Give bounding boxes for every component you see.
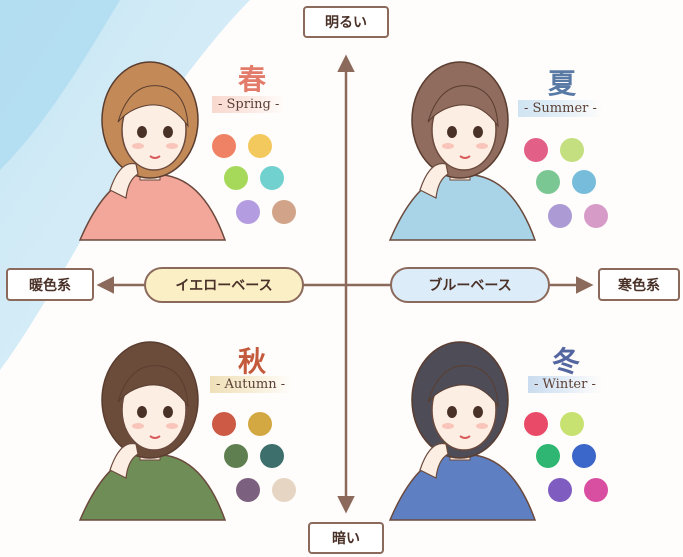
winter-color-swatch	[524, 412, 548, 436]
autumn-label: - Autumn -	[210, 376, 292, 393]
spring-color-swatch	[212, 134, 236, 158]
yellow-base-pill: イエローベース	[144, 267, 304, 303]
summer-label: - Summer -	[518, 100, 603, 117]
autumn-color-swatch	[272, 478, 296, 502]
winter-color-swatch	[560, 412, 584, 436]
spring-color-swatch	[236, 200, 260, 224]
summer-color-swatch	[548, 204, 572, 228]
autumn-color-swatch	[260, 444, 284, 468]
summer-color-swatch	[536, 170, 560, 194]
spring-color-swatch	[260, 166, 284, 190]
autumn-color-swatch	[212, 412, 236, 436]
spring-color-swatch	[248, 134, 272, 158]
axis-label-warm: 暖色系	[6, 268, 94, 301]
autumn-color-swatch	[236, 478, 260, 502]
summer-kanji: 夏	[548, 67, 577, 100]
axis-label-cool: 寒色系	[598, 268, 680, 301]
summer-color-swatch	[572, 170, 596, 194]
autumn-kanji: 秋	[238, 345, 267, 378]
winter-label: - Winter -	[528, 376, 602, 393]
winter-kanji: 冬	[552, 345, 581, 378]
winter-portrait	[388, 341, 537, 521]
axis-label-dark: 暗い	[308, 522, 384, 554]
autumn-portrait	[78, 341, 227, 521]
winter-color-swatch	[584, 478, 608, 502]
summer-color-swatch	[524, 138, 548, 162]
axis-label-bright: 明るい	[303, 6, 389, 38]
spring-color-swatch	[272, 200, 296, 224]
spring-kanji: 春	[238, 63, 267, 96]
blue-base-pill: ブルーベース	[390, 267, 550, 303]
winter-color-swatch	[548, 478, 572, 502]
winter-color-swatch	[572, 444, 596, 468]
autumn-color-swatch	[224, 444, 248, 468]
winter-color-swatch	[536, 444, 560, 468]
spring-portrait	[78, 61, 227, 241]
summer-portrait	[388, 61, 537, 241]
autumn-color-swatch	[248, 412, 272, 436]
spring-label: - Spring -	[212, 96, 286, 113]
spring-color-swatch	[224, 166, 248, 190]
summer-color-swatch	[584, 204, 608, 228]
summer-color-swatch	[560, 138, 584, 162]
